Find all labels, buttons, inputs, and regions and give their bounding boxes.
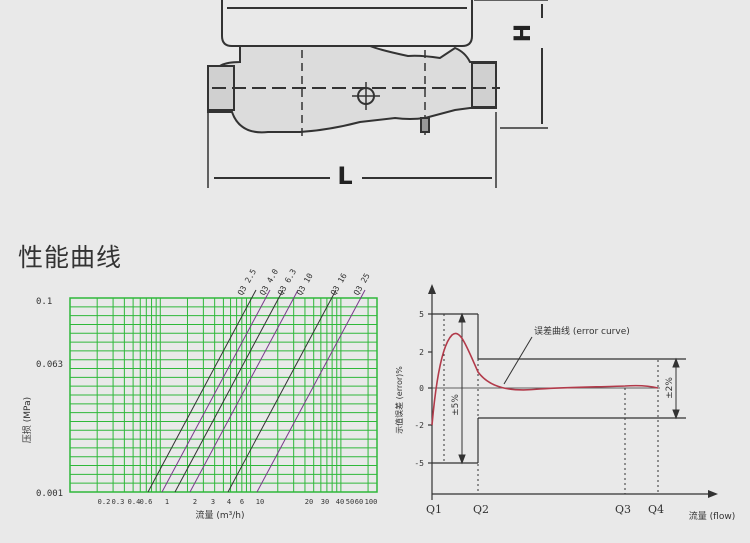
flow-curve — [174, 289, 284, 493]
q1-label: Q1 — [426, 503, 442, 516]
error-y-ticks: 5 2 0 -2 -5 — [414, 310, 424, 468]
pl-xtick: 4 — [227, 498, 231, 506]
pl-xtick: 30 — [321, 498, 329, 506]
band-high-arrow — [672, 357, 680, 420]
pl-ytick-0-063: 0.063 — [36, 360, 63, 370]
pl-xtick: 60 — [355, 498, 363, 506]
error-chart-dotted-markers — [431, 314, 659, 494]
pl-xtick: 0.6 — [140, 498, 153, 506]
curve-label-leader — [503, 336, 533, 385]
pl-xtick: 0.3 — [112, 498, 125, 506]
pl-x-ticks: 0.2 0.3 0.4 0.6 1 2 3 4 6 10 20 30 40 50… — [98, 498, 378, 506]
error-y-axis-label: 示值误差 (error)% — [394, 366, 404, 434]
error-curve — [431, 332, 659, 426]
error-ytick: 2 — [419, 348, 424, 357]
pl-xtick: 0.4 — [128, 498, 141, 506]
pl-xtick: 2 — [193, 498, 197, 506]
flow-curve — [227, 289, 337, 493]
pl-xtick: 20 — [305, 498, 313, 506]
pl-xtick: 100 — [365, 498, 378, 506]
pl-xtick: 40 — [336, 498, 344, 506]
flow-curve — [189, 289, 299, 493]
pl-ytick-0-1: 0.1 — [36, 297, 52, 307]
pl-xtick: 10 — [256, 498, 264, 506]
height-label: H — [511, 24, 536, 42]
band-high-label: ±2% — [665, 377, 675, 399]
curve-label: Q3 16 — [329, 271, 349, 297]
pl-y-axis-label: 压损 (MPa) — [21, 397, 33, 443]
q4-label: Q4 — [648, 503, 664, 516]
grid-frame — [69, 297, 378, 493]
pl-x-axis-label: 流量 (m³/h) — [196, 509, 245, 521]
error-curve-label: 误差曲线 (error curve) — [534, 325, 630, 337]
q2-label: Q2 — [473, 503, 489, 516]
pl-xtick: 6 — [240, 498, 244, 506]
meter-drawing — [206, 0, 548, 188]
section-title: 性能曲线 — [18, 243, 123, 272]
error-x-axis-label: 流量 (flow) — [689, 510, 735, 522]
flow-curve — [161, 289, 271, 493]
flow-curve — [147, 289, 257, 493]
curve-label: Q3 25 — [352, 271, 372, 297]
pl-xtick: 1 — [165, 498, 169, 506]
pl-xtick: 0.2 — [98, 498, 111, 506]
error-q-labels: Q1 Q2 Q3 Q4 — [426, 503, 664, 516]
q3-label: Q3 — [615, 503, 631, 516]
pressure-loss-grid — [69, 297, 378, 493]
error-ytick: 0 — [419, 384, 424, 393]
length-label: L — [337, 162, 352, 190]
pressure-loss-curves — [147, 289, 366, 493]
error-ytick: -5 — [414, 459, 424, 468]
band-low-arrow — [458, 312, 466, 465]
band-low-label: ±5% — [451, 394, 461, 416]
pl-xtick: 50 — [346, 498, 354, 506]
error-ytick: 5 — [419, 310, 424, 319]
curve-label: Q3 10 — [295, 271, 315, 297]
error-ytick: -2 — [414, 421, 424, 430]
pl-ytick-0-001: 0.001 — [36, 489, 63, 499]
flow-curve — [256, 289, 366, 493]
pl-xtick: 3 — [211, 498, 215, 506]
